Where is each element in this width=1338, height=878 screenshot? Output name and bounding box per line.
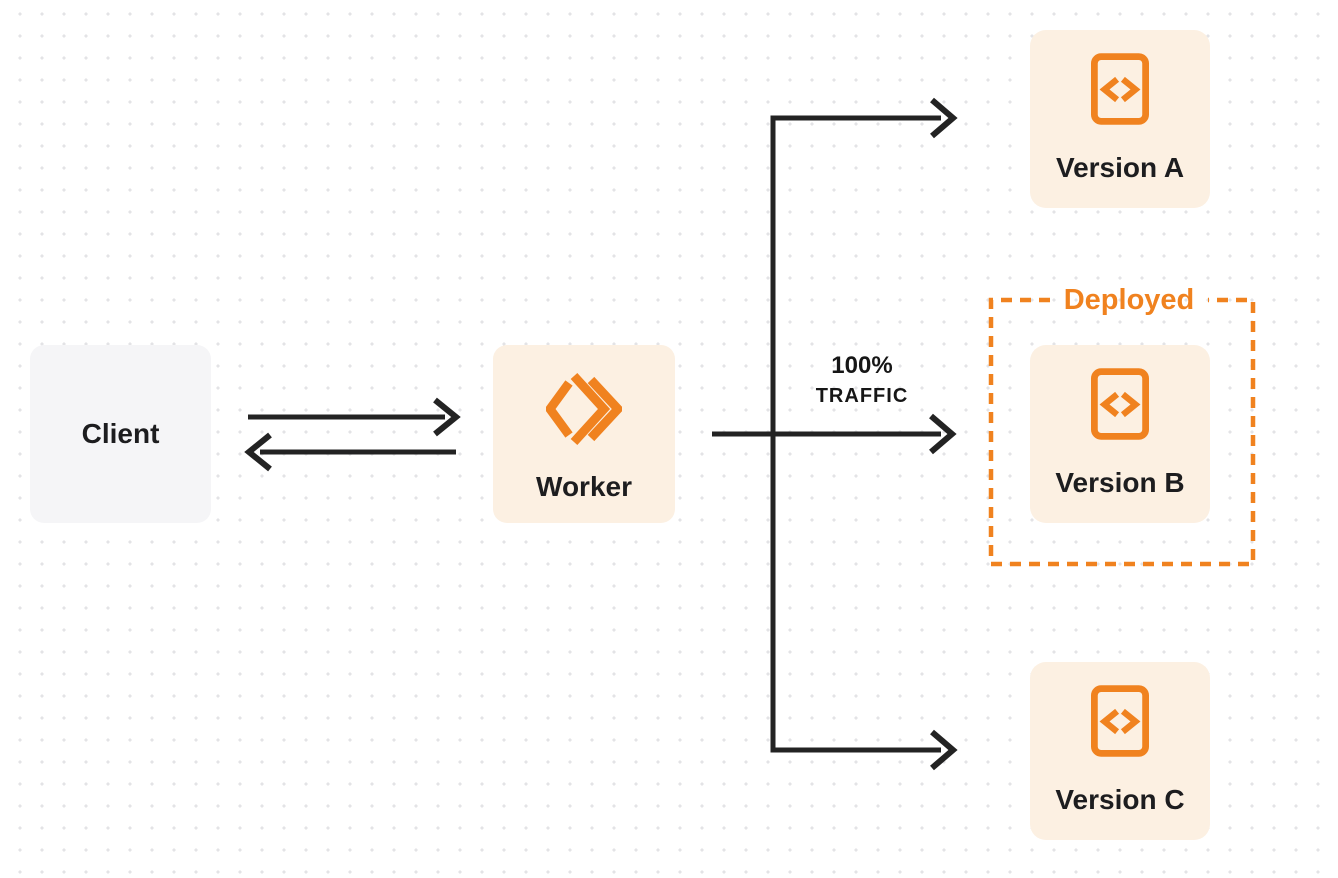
version-a-label: Version A <box>1055 152 1185 183</box>
version-c-arrowhead <box>930 729 958 771</box>
client-to-worker-arrow <box>248 397 461 437</box>
code-file-icon <box>1091 53 1149 125</box>
deployed-badge-label: Deployed <box>1063 284 1195 316</box>
worker-label: Worker <box>536 471 632 502</box>
traffic-annotation: 100% TRAFFIC <box>772 351 952 412</box>
client-node: Client <box>30 345 211 523</box>
code-file-icon <box>1091 685 1149 757</box>
code-file-icon <box>1091 368 1149 440</box>
version-a-arrowhead <box>930 97 958 139</box>
workers-logo-icon <box>544 371 625 449</box>
worker-to-client-arrow <box>244 432 456 472</box>
worker-to-version-b-arrow <box>712 413 957 455</box>
version-c-node: Version C <box>1030 662 1210 840</box>
client-label: Client <box>81 418 160 449</box>
version-c-label: Version C <box>1055 784 1185 815</box>
traffic-word: TRAFFIC <box>815 385 909 407</box>
traffic-percentage: 100% <box>831 352 893 379</box>
worker-node: Worker <box>493 345 675 523</box>
version-a-node: Version A <box>1030 30 1210 208</box>
branch-trunk <box>770 97 958 771</box>
version-b-node: Version B <box>1030 345 1210 523</box>
version-b-label: Version B <box>1055 467 1185 498</box>
